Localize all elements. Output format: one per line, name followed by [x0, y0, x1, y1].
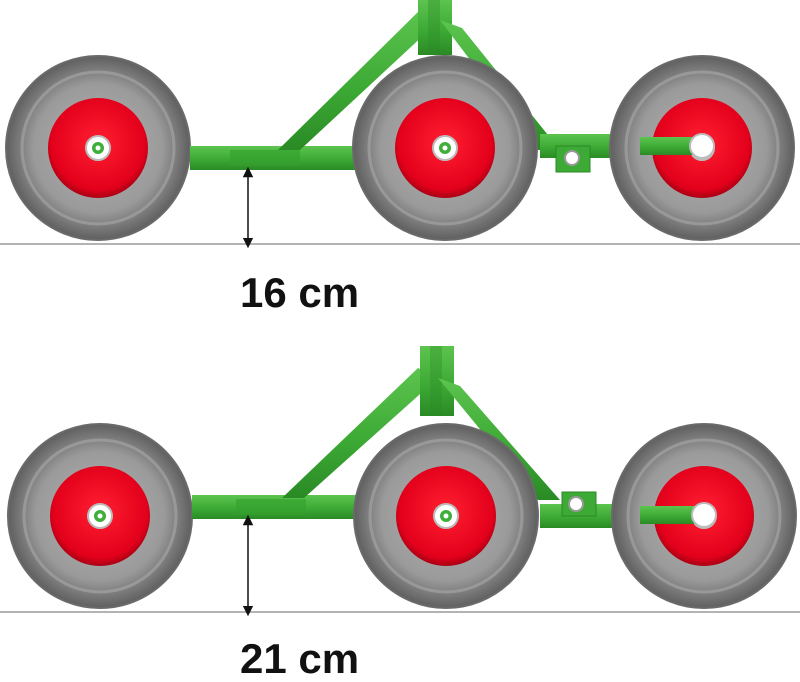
- clearance-label-bottom: 21 cm: [240, 635, 360, 682]
- wheel-middle-top: [351, 54, 539, 242]
- rear-axle-bottom: [640, 506, 704, 524]
- wheel-middle-bottom: [352, 422, 540, 610]
- rear-axle-top: [640, 137, 702, 155]
- wheel-left-top: [4, 54, 192, 242]
- panel-top: [0, 0, 800, 249]
- clearance-label-top: 16 cm: [240, 269, 360, 316]
- panel-bottom: [0, 346, 800, 617]
- wheel-left-bottom: [6, 422, 194, 610]
